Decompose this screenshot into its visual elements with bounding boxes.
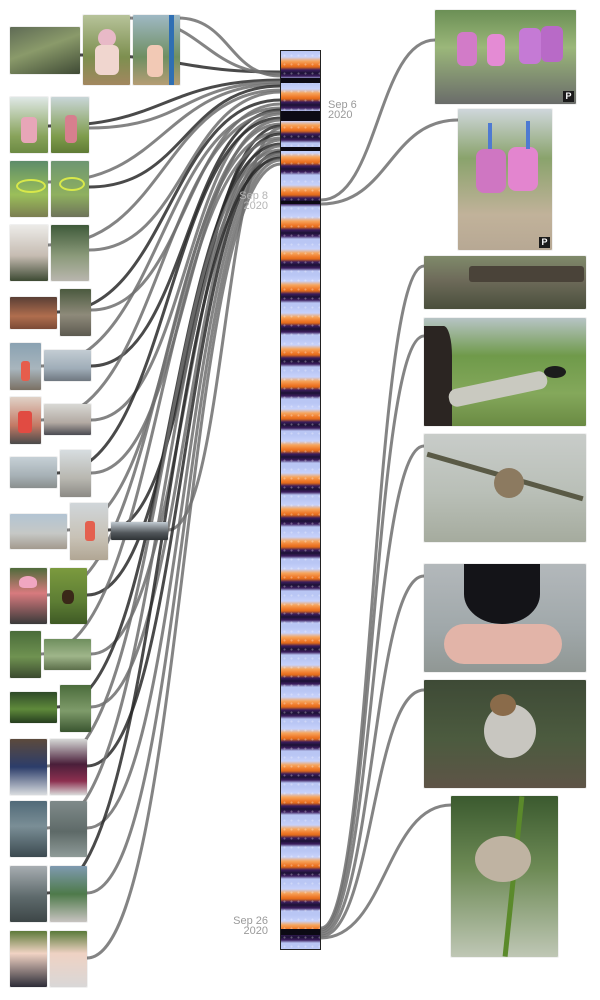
link-line-left [89,108,283,368]
photo-girl-table[interactable] [10,739,47,795]
link-line-left [89,112,283,422]
photo-beach-rocks[interactable] [60,450,91,497]
photo-girl-field-2[interactable] [51,97,89,153]
date-day: Sep 6 [328,99,357,111]
photo-girl-selfie[interactable] [44,404,91,435]
link-line-left [89,118,283,475]
link-line-right [319,118,460,206]
date-year: 2020 [328,109,353,121]
photo-girls-beach[interactable] [10,397,41,444]
photo-sparrow-branch[interactable] [424,434,586,542]
photo-kids-playground[interactable] [10,161,48,217]
photo-girl-playground[interactable] [133,15,180,85]
link-line-left [89,144,283,709]
photo-tie-dye-bucket[interactable] [50,739,87,795]
photo-frog-leaf-2[interactable] [10,692,57,723]
link-line-left [87,80,283,130]
photo-girl-beach[interactable] [10,343,41,390]
photo-girl-hat-camera[interactable] [10,568,47,624]
photo-boardwalk[interactable] [60,289,91,336]
timeline-bar[interactable] [280,50,321,950]
link-line-right [319,334,426,932]
date-label-sep6: Sep 6 2020 [328,99,357,121]
timeline-texture [281,51,320,949]
link-line-left [166,126,283,532]
photo-beach-wide[interactable] [111,522,168,540]
link-line-left [65,122,283,532]
date-day: Sep 8 [239,190,268,202]
link-line-left [87,90,283,252]
link-line-right [319,688,426,938]
photo-kids-tie-dye-group[interactable]: P [435,10,576,104]
date-day: Sep 26 [233,915,268,927]
badge-p: P [539,237,550,248]
photo-girls-walking[interactable] [51,225,89,281]
link-line-right [319,264,426,930]
timeline-marker [281,78,320,83]
photo-waterfall[interactable] [50,801,87,857]
link-line-left [106,124,283,532]
link-line-left [85,162,283,960]
photo-frog-leaf[interactable] [44,639,91,670]
link-line-left [85,154,283,830]
date-year: 2020 [243,200,268,212]
photo-girl-feeding-bird[interactable] [424,318,586,426]
date-year: 2020 [243,925,268,937]
link-line-left [176,16,283,78]
timeline-marker [281,111,320,121]
photo-family-photo[interactable] [50,866,87,922]
photo-sparrow-stem[interactable] [451,796,558,957]
timeline-marker [281,201,320,204]
photo-girls-hug[interactable] [10,225,48,281]
link-line-right [319,574,426,936]
photo-beach-horizon[interactable] [44,350,91,381]
link-line-left [85,150,283,768]
link-line-right [319,444,426,934]
link-line-left [89,138,283,656]
photo-beach-shore[interactable] [10,514,67,549]
photo-log-ducks[interactable] [424,256,586,309]
photo-kids-playground-2[interactable] [51,161,89,217]
photo-frog-small[interactable] [60,685,91,732]
photo-girl-field[interactable] [10,97,48,153]
photo-tree-branch[interactable] [10,27,80,74]
photo-frog-hand[interactable] [10,631,41,678]
timeline-marker [281,147,320,151]
photo-butterfly[interactable] [50,568,87,624]
photo-girl-portrait[interactable] [10,931,47,987]
photo-sparrow-ground[interactable] [424,680,586,788]
link-line-left [87,84,283,189]
photo-rocky-creek[interactable] [10,801,47,857]
photo-beach-walker[interactable] [10,457,57,488]
photo-family-dinner[interactable] [10,297,57,329]
photo-girl-portrait-2[interactable] [50,931,87,987]
timeline-marker [281,929,320,935]
date-label-sep8: Sep 8 2020 [228,190,268,212]
photo-crow-hand[interactable] [424,564,586,672]
link-line-right [319,803,453,940]
photo-girl-waterfall[interactable] [10,866,47,922]
badge-p: P [563,91,574,102]
photo-kids-tie-dye-hanging[interactable]: P [458,109,552,250]
photo-girl-swing[interactable] [83,15,130,85]
date-label-sep26: Sep 26 2020 [220,915,268,937]
photo-girl-beach-run[interactable] [70,503,108,560]
